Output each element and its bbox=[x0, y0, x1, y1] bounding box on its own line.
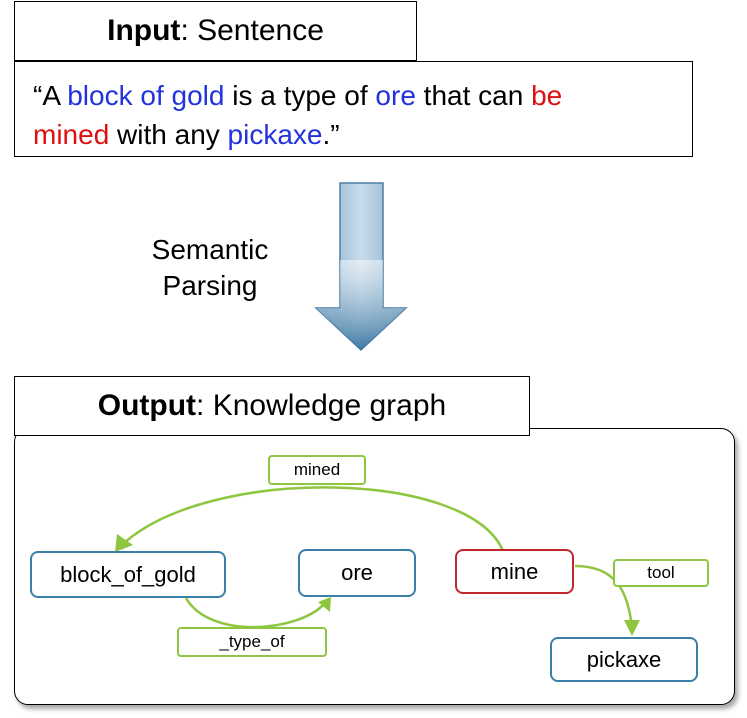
parsing-line-1: Semantic bbox=[151, 234, 269, 265]
sentence-entity-ore: ore bbox=[375, 80, 416, 111]
parsing-line-2: Parsing bbox=[162, 270, 258, 301]
output-label: Output : Knowledge graph bbox=[14, 376, 530, 436]
input-label: Input : Sentence bbox=[14, 1, 417, 61]
node-block-of-gold: block_of_gold bbox=[30, 551, 226, 598]
sentence-text-7: with any bbox=[109, 119, 228, 150]
sentence-close: .” bbox=[322, 119, 340, 150]
output-label-rest: : Knowledge graph bbox=[196, 389, 447, 422]
sentence-relation-mined: mined bbox=[33, 119, 110, 150]
sentence-open: “A bbox=[33, 80, 68, 111]
parsing-label: Semantic Parsing bbox=[120, 232, 300, 304]
edge-label-type-of: _type_of bbox=[177, 627, 327, 657]
sentence-relation-be: be bbox=[531, 80, 563, 111]
output-label-bold: Output bbox=[97, 389, 197, 422]
sentence-text-2: is a type of bbox=[224, 80, 376, 111]
input-label-bold: Input bbox=[107, 14, 181, 47]
edge-label-mined: mined bbox=[268, 455, 366, 485]
node-pickaxe: pickaxe bbox=[550, 637, 698, 682]
input-label-rest: : Sentence bbox=[180, 14, 324, 47]
sentence-box: “A block of gold is a type of ore that c… bbox=[14, 61, 693, 157]
node-mine: mine bbox=[455, 549, 574, 594]
sentence-text-4: that can bbox=[415, 80, 532, 111]
node-ore: ore bbox=[298, 549, 416, 597]
sentence-entity-block-of-gold: block of gold bbox=[67, 80, 225, 111]
sentence-entity-pickaxe: pickaxe bbox=[227, 119, 323, 150]
edge-label-tool: tool bbox=[613, 559, 709, 587]
